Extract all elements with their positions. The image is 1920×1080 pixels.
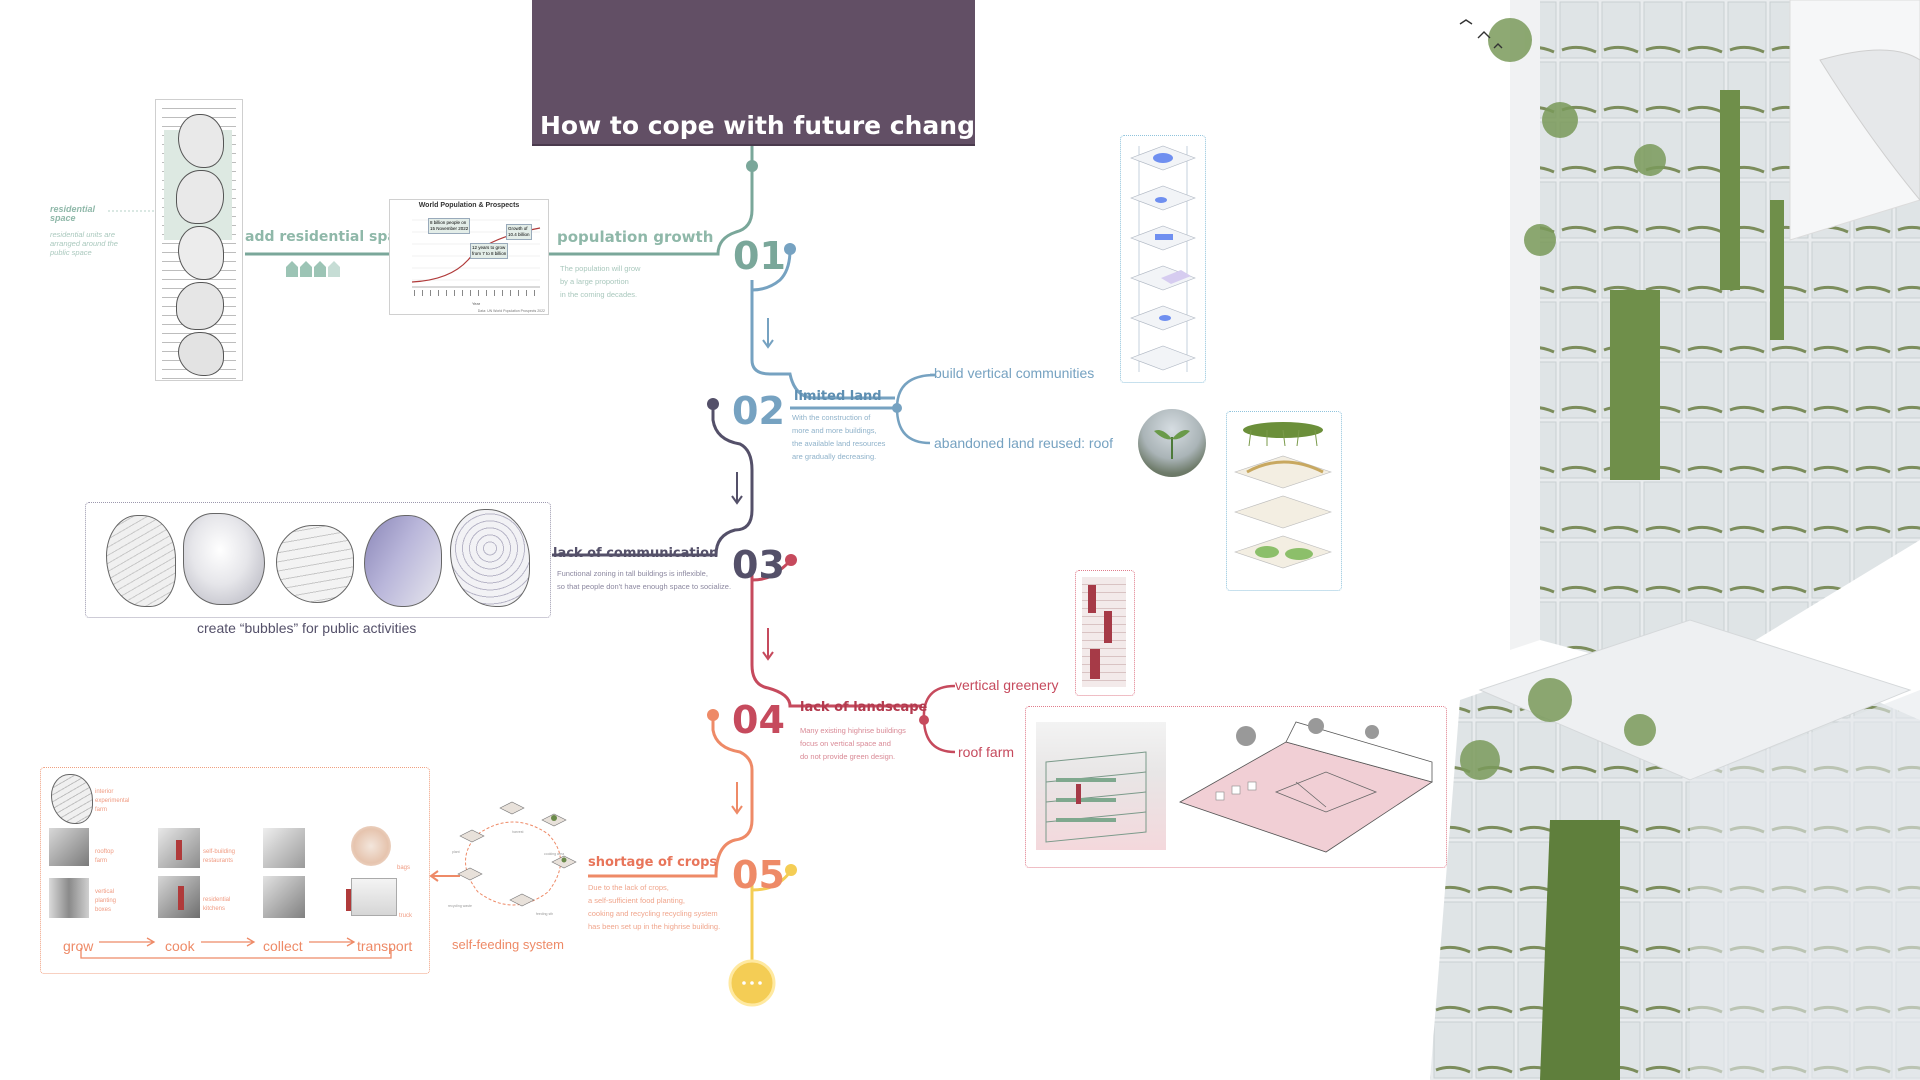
interior-farm-image [51,774,93,824]
chart-source: Data: UN World Population Prospects 2022 [477,309,545,313]
population-chart-title: World Population & Prospects [418,202,520,209]
roof-farm-drawing [1179,718,1433,853]
cycle-label-feeding: feeding sth [536,912,554,916]
vertical-communities-diagram [1120,135,1206,383]
building-render [1390,0,1920,1080]
step5-description: Due to the lack of crops,a self-sufficie… [588,883,721,931]
sprout-icon [1154,430,1190,459]
step2-number: 02 [732,389,785,433]
truck-image [346,878,397,916]
houses-icon [286,261,340,277]
flow-transport: transport [357,938,413,954]
residential-elevation-drawing [155,99,243,381]
cycle-label-harvest: harvest [512,830,524,834]
step5-heading: shortage of crops [588,855,718,870]
cycle-drawing [457,801,577,907]
step4-heading: lack of landscape [800,700,928,715]
vertical-greenery-diagram [1075,570,1135,696]
step1-number: 01 [733,234,786,278]
greenhouse-drawing [1045,751,1147,843]
bubble-2 [183,513,265,605]
bags-image [351,826,391,866]
add-residential-label: add residential space [245,229,415,245]
bubble-4 [364,515,442,607]
tower-illustration [1430,0,1920,1080]
bubbles-caption: create “bubbles” for public activities [197,620,417,636]
flow-grow: grow [63,938,94,954]
bubbles-panel [85,502,551,618]
cycle-label-recycling: recycling waste [448,904,472,908]
chart-xlabel: Year [472,301,481,306]
planting-boxes-image [49,878,89,918]
bags-label: bags [397,865,411,871]
build-vertical-communities-label: build vertical communities [934,365,1095,381]
step5-number: 05 [732,853,785,897]
roof-layers-drawing [1234,422,1332,569]
step1-heading: population growth [557,228,714,246]
kitchen-image [158,876,200,918]
roof-reuse-diagram [1226,411,1342,591]
cycle-label-cooking: cooking area [544,852,565,856]
cycle-label-plant: plant [452,850,460,854]
vertical-greenery-label: vertical greenery [955,677,1059,693]
roof-farm-panel [1025,706,1447,868]
flow-arrows [80,937,392,959]
roof-farm-axonometric [1176,712,1438,858]
self-feeding-cycle: harvest cooking area recycling waste pla… [448,800,583,920]
title-banner: How to cope with future change? [532,0,1006,146]
flow-collect: collect [263,938,303,954]
self-feeding-caption: self-feeding system [452,937,564,952]
collect-image-2 [263,876,305,918]
bubble-5 [450,509,530,607]
bubble-3 [276,525,354,603]
flow-cook: cook [165,938,195,954]
rooftop-farm-image [49,828,89,866]
residential-space-title: residential space [50,204,96,223]
step2-heading: limited land [794,389,882,404]
roof-farm-greenhouse-image [1036,722,1166,850]
step3-heading: lack of communication [553,546,719,561]
step4-number: 04 [732,698,785,742]
restaurant-image [158,828,200,868]
roof-farm-label: roof farm [958,744,1015,760]
stacked-floors-drawing [1130,145,1196,372]
population-chart: World Population & Prospects 8 billion p… [389,199,549,315]
collect-image-1 [263,828,305,868]
step1-node [784,243,796,255]
abandoned-land-label: abandoned land reused: roof [934,435,1114,451]
step3-description: Functional zoning in tall buildings is i… [557,569,732,591]
residential-leader-line [108,210,156,212]
bubble-1 [106,515,176,607]
step3-number: 03 [732,543,785,587]
sprout-photo [1138,409,1206,477]
page-title: How to cope with future change? [540,111,1007,140]
truck-label: truck [399,913,413,919]
step3-node [785,554,797,566]
step5-node [785,864,797,876]
